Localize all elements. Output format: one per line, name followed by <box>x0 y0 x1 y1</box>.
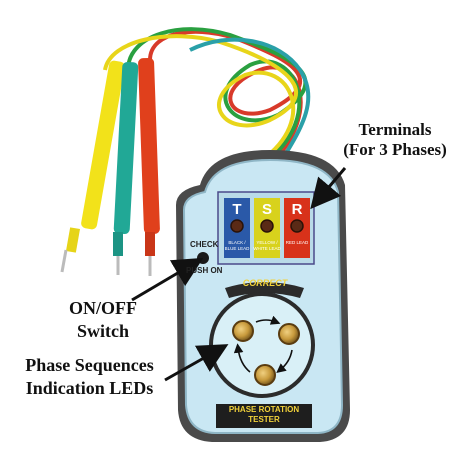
terminals-callout-line2: (For 3 Phases) <box>343 140 447 159</box>
check-button[interactable] <box>197 252 209 264</box>
terminals-callout-line1: Terminals <box>358 120 432 139</box>
leds-arrow <box>164 344 229 382</box>
terminal-lead-label: RED LEAD <box>286 240 309 245</box>
green-probe[interactable] <box>113 61 139 275</box>
led-2 <box>278 323 300 345</box>
terminal-socket[interactable] <box>230 219 244 233</box>
switch-callout-line2: Switch <box>76 321 129 341</box>
led-ring <box>209 292 315 398</box>
terminal-lead-label: BLACK / <box>228 240 246 245</box>
terminal-t[interactable]: T BLACK /BLUE LEAD <box>224 198 250 258</box>
leds-callout-line1: Phase Sequences <box>25 355 154 375</box>
terminals: T BLACK /BLUE LEAD S YELLOW /WHITE LEAD R RED… <box>224 198 310 258</box>
teal-wire <box>189 37 311 162</box>
name-plate <box>216 404 312 428</box>
terminal-socket[interactable] <box>260 219 274 233</box>
rotation-arrow-3 <box>233 343 251 373</box>
correct-label: CORRECT <box>242 278 288 288</box>
rotation-arrow-2 <box>276 349 293 373</box>
terminal-letter: T <box>232 201 241 218</box>
led-1 <box>232 320 254 342</box>
check-label: CHECK <box>190 240 219 249</box>
terminal-lead-label: WHITE LEAD <box>253 246 281 251</box>
yellow-probe[interactable] <box>60 60 126 273</box>
led-3 <box>254 364 276 386</box>
terminal-letter: R <box>292 201 303 218</box>
leds-callout-line2: Indication LEDs <box>25 378 154 398</box>
terminal-s[interactable]: S YELLOW /WHITE LEAD <box>253 198 281 258</box>
terminal-r[interactable]: R RED LEAD <box>284 198 310 258</box>
correct-banner <box>225 282 304 298</box>
terminal-lead-label: YELLOW / <box>256 240 278 245</box>
terminal-lead-label: BLUE LEAD <box>225 246 251 251</box>
push-on-label: PUSH ON <box>186 266 223 275</box>
switch-arrow <box>131 257 204 302</box>
device-name-line2: TESTER <box>248 415 280 424</box>
red-probe[interactable] <box>138 57 160 276</box>
yellow-wire <box>103 34 298 162</box>
terminals-arrow <box>310 167 347 210</box>
terminal-socket[interactable] <box>290 219 304 233</box>
terminal-letter: S <box>262 201 272 218</box>
lead-wires <box>103 27 311 162</box>
device-name-line1: PHASE ROTATION <box>228 405 300 414</box>
switch-callout-line1: ON/OFF <box>69 298 137 318</box>
rotation-arrow-1 <box>255 315 281 325</box>
